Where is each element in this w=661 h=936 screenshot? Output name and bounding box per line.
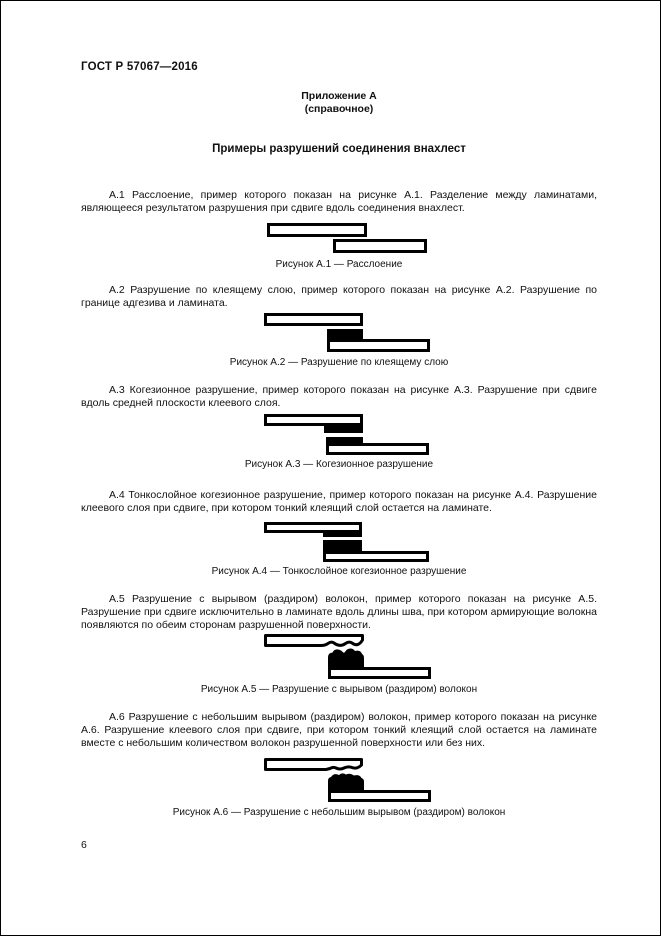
section-a6: А.6 Разрушение с небольшим вырывом (разд… bbox=[81, 711, 597, 819]
figure-a5 bbox=[81, 634, 597, 680]
figure-a5-caption: Рисунок А.5 — Разрушение с вырывом (разд… bbox=[200, 684, 478, 695]
top-laminate bbox=[267, 223, 367, 237]
adhesive-layer bbox=[323, 540, 362, 551]
page-title: Примеры разрушений соединения внахлест bbox=[212, 143, 466, 155]
figure-a3-diagram bbox=[264, 414, 429, 455]
figure-a3-caption: Рисунок А.3 — Когезионное разрушение bbox=[244, 459, 434, 470]
section-a2: А.2 Разрушение по клеящему слою, пример … bbox=[81, 284, 597, 369]
section-a3-paragraph: А.3 Когезионное разрушение, пример котор… bbox=[81, 384, 597, 409]
section-a5: А.5 Разрушение с вырывом (раздиром) воло… bbox=[81, 593, 597, 696]
bottom-laminate bbox=[327, 790, 431, 802]
section-a6-paragraph: А.6 Разрушение с небольшим вырывом (разд… bbox=[81, 711, 597, 749]
bottom-laminate bbox=[326, 339, 430, 352]
top-laminate-torn bbox=[263, 634, 364, 647]
adhesive-layer-lower bbox=[326, 437, 363, 443]
figure-a4-caption: Рисунок А.4 — Тонкослойное когезионное р… bbox=[211, 566, 467, 577]
section-a5-paragraph: А.5 Разрушение с вырывом (раздиром) воло… bbox=[81, 593, 597, 631]
figure-a4 bbox=[81, 522, 597, 563]
figure-a2-caption: Рисунок А.2 — Разрушение по клеящему сло… bbox=[229, 357, 449, 368]
bottom-laminate bbox=[323, 551, 429, 562]
section-a4: А.4 Тонкослойное когезионное разрушение,… bbox=[81, 489, 597, 578]
thin-adhesive-layer bbox=[323, 533, 362, 537]
doc-header: ГОСТ Р 57067—2016 bbox=[81, 61, 198, 73]
bottom-laminate bbox=[326, 443, 429, 455]
section-a2-paragraph: А.2 Разрушение по клеящему слою, пример … bbox=[81, 284, 597, 309]
figure-a2 bbox=[81, 313, 597, 353]
bottom-laminate bbox=[333, 239, 427, 253]
bottom-laminate bbox=[327, 667, 431, 679]
figure-a1-caption: Рисунок А.1 — Расслоение bbox=[275, 259, 403, 270]
section-a3: А.3 Когезионное разрушение, пример котор… bbox=[81, 384, 597, 471]
top-laminate-torn bbox=[263, 758, 363, 771]
figure-a6 bbox=[81, 758, 597, 803]
top-laminate bbox=[264, 414, 363, 426]
page-number: 6 bbox=[81, 839, 87, 851]
figure-a5-diagram bbox=[263, 634, 431, 679]
figure-a3 bbox=[81, 414, 597, 456]
adhesive-layer bbox=[326, 329, 363, 340]
section-a1: А.1 Расслоение, пример которого показан … bbox=[81, 189, 597, 271]
section-a4-paragraph: А.4 Тонкослойное когезионное разрушение,… bbox=[81, 489, 597, 514]
figure-a4-diagram bbox=[264, 522, 429, 562]
adhesive-layer-upper bbox=[324, 426, 363, 433]
appendix-heading: Приложение А (справочное) bbox=[81, 90, 597, 116]
figure-a2-diagram bbox=[263, 313, 430, 352]
appendix-note: (справочное) bbox=[304, 103, 374, 115]
section-a1-paragraph: А.1 Расслоение, пример которого показан … bbox=[81, 189, 597, 214]
top-laminate bbox=[264, 522, 362, 533]
torn-fiber-block bbox=[327, 773, 364, 790]
figure-a1 bbox=[81, 223, 597, 254]
figure-a6-diagram bbox=[263, 758, 431, 802]
torn-fiber-block bbox=[327, 648, 364, 667]
figure-a1-diagram bbox=[267, 223, 427, 253]
appendix-label: Приложение А bbox=[301, 90, 377, 102]
top-laminate bbox=[263, 313, 363, 326]
figure-a6-caption: Рисунок А.6 — Разрушение с небольшим выр… bbox=[172, 807, 506, 818]
